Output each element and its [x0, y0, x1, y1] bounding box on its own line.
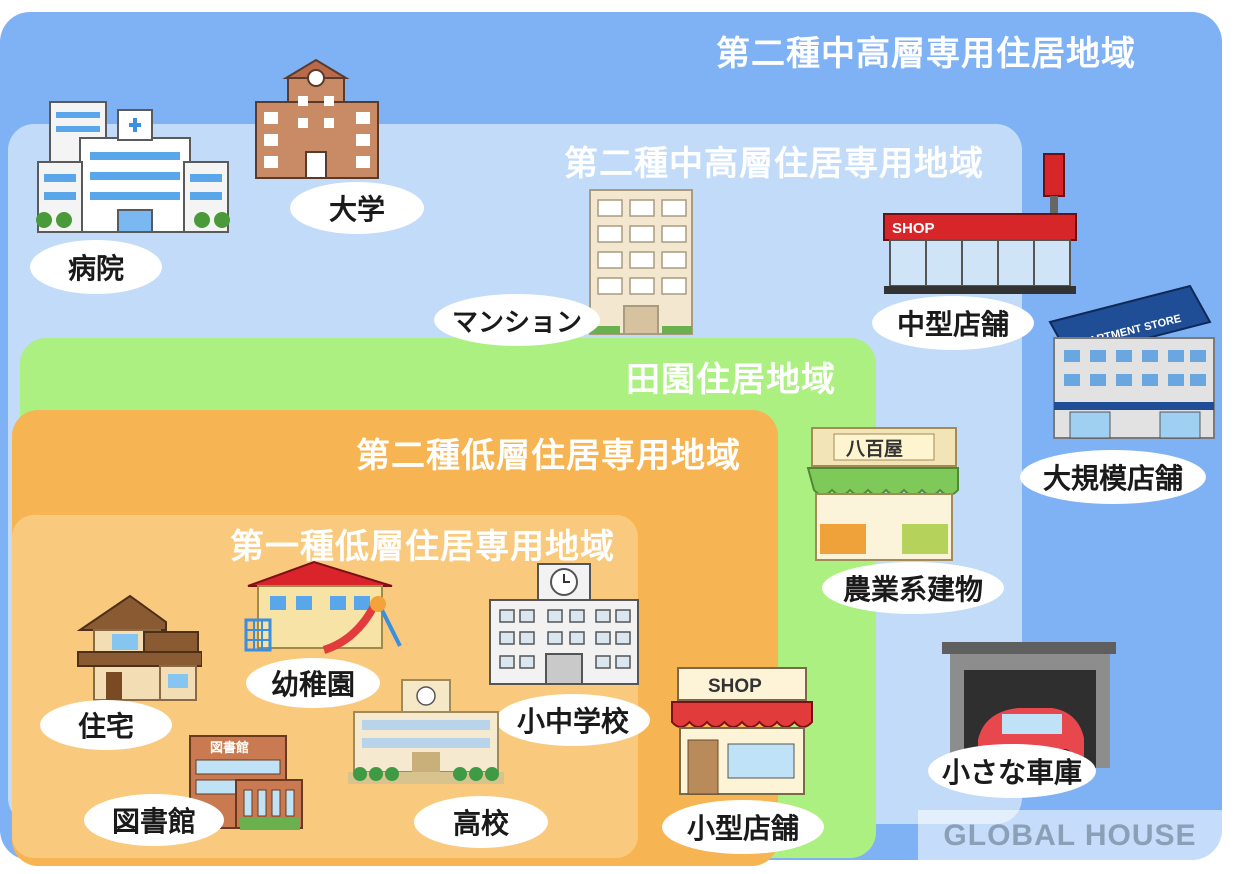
highschool-icon [348, 679, 504, 784]
library-icon: 図書館 [189, 735, 303, 830]
label-medium-store: 中型店舗 [872, 296, 1034, 350]
label-library: 図書館 [84, 794, 224, 846]
label-large-store: 大規模店舗 [1020, 450, 1206, 504]
zone-title-4: 第二種低層住居専用地域 [356, 436, 741, 476]
label-school: 小中学校 [496, 694, 650, 746]
zone-title-5: 第一種低層住居専用地域 [230, 527, 615, 567]
library-sign: 図書館 [210, 740, 249, 756]
zone-title-2: 第二種中高層住居専用地域 [564, 144, 984, 184]
watermark: GLOBAL HOUSE [918, 810, 1222, 862]
label-house: 住宅 [40, 700, 172, 750]
label-agri: 農業系建物 [822, 562, 1004, 614]
hospital-icon [36, 101, 230, 233]
label-university: 大学 [290, 182, 424, 234]
label-small-store: 小型店舗 [662, 800, 824, 854]
mansion-icon [589, 189, 693, 335]
zone-title-3: 田園住居地域 [626, 360, 836, 400]
yaoya-sign: 八百屋 [846, 438, 903, 460]
kindergarten-icon [244, 560, 402, 654]
label-hospital: 病院 [30, 240, 162, 294]
small-store-icon: SHOP [671, 667, 813, 795]
shop-sign-small: SHOP [708, 676, 762, 697]
zone-title-1: 第二種中高層専用住居地域 [716, 34, 1136, 74]
medium-store-icon: SHOP [883, 153, 1077, 294]
university-icon [255, 58, 379, 179]
label-kindergarten: 幼稚園 [246, 658, 380, 708]
shop-sign-medium: SHOP [892, 220, 935, 237]
department-store-icon: DEPARTMENT STORE [1048, 284, 1215, 439]
school-icon [489, 563, 639, 685]
house-icon [76, 594, 202, 701]
agricultural-building-icon: 八百屋 [806, 427, 959, 561]
label-highschool: 高校 [414, 796, 548, 848]
label-mansion: マンション [434, 294, 600, 346]
label-garage: 小さな車庫 [928, 744, 1096, 798]
